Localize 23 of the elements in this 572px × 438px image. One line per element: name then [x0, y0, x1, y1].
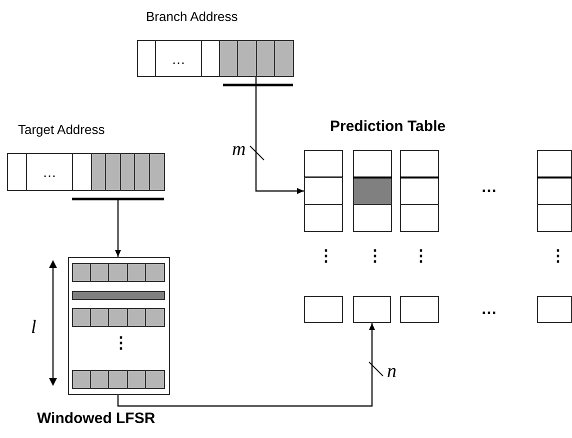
ellipsis: …	[481, 180, 497, 196]
register	[7, 153, 165, 191]
register	[137, 40, 294, 77]
ellipsis: …	[42, 165, 56, 179]
edge-label: n	[387, 362, 396, 381]
arrow	[115, 199, 121, 257]
edge-label: m	[232, 140, 246, 159]
arrow	[255, 77, 304, 194]
dimension-label: l	[31, 318, 36, 337]
ellipsis: …	[172, 52, 186, 66]
ellipsis: …	[481, 302, 497, 318]
lfsr-box	[68, 257, 170, 395]
vertical-ellipsis: ⋮	[413, 249, 429, 265]
field-title: Branch Address	[146, 9, 238, 24]
vertical-ellipsis: ⋮	[550, 249, 566, 265]
vertical-ellipsis: ⋮	[318, 249, 334, 265]
field-title: Target Address	[18, 122, 105, 137]
vertical-ellipsis: ⋮	[367, 249, 383, 265]
vertical-ellipsis: ⋮	[113, 336, 129, 352]
table-title: Prediction Table	[330, 118, 446, 135]
table-cell	[353, 296, 391, 323]
arrow	[117, 323, 375, 407]
box-title: Windowed LFSR	[37, 410, 156, 427]
